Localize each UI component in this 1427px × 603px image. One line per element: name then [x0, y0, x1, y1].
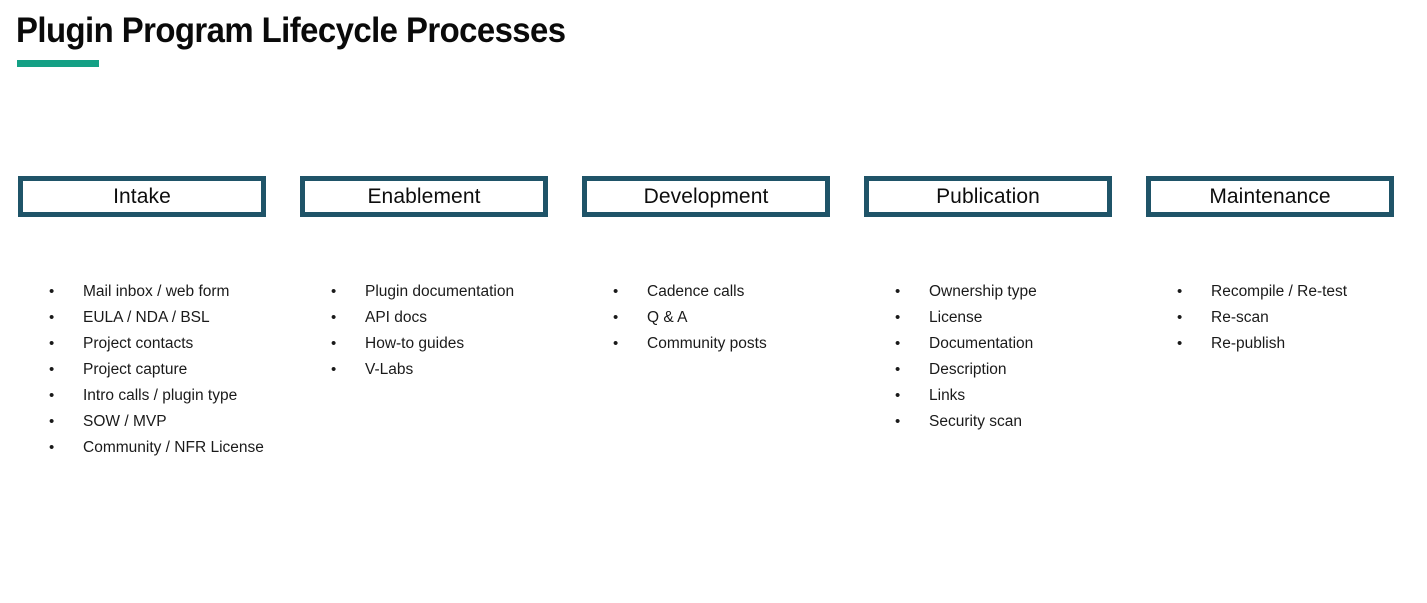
phase-header-label: Maintenance [1209, 185, 1331, 208]
phase-header-enablement[interactable]: Enablement [300, 176, 548, 217]
list-item: • Ownership type [878, 279, 1146, 305]
bullet-icon: • [1177, 283, 1183, 300]
list-item: • How-to guides [314, 331, 582, 357]
list-item: • Mail inbox / web form [32, 279, 300, 305]
phase-header-development[interactable]: Development [582, 176, 830, 217]
list-item-label: Plugin documentation [365, 283, 515, 300]
bullet-icon: • [331, 309, 337, 326]
phase-column-enablement: Enablement • Plugin documentation • API … [300, 176, 582, 378]
bullet-icon: • [49, 309, 55, 326]
bullet-icon: • [49, 361, 55, 378]
phase-item-list-publication: • Ownership type • License • Documentati… [878, 279, 1146, 435]
lifecycle-phase-columns: Intake • Mail inbox / web form • EULA / … [0, 176, 1427, 456]
bullet-icon: • [49, 439, 55, 456]
list-item: • License [878, 305, 1146, 331]
phase-column-publication: Publication • Ownership type • License •… [864, 176, 1146, 430]
list-item-label: Documentation [929, 335, 1034, 352]
list-item: • API docs [314, 305, 582, 331]
phase-item-list-development: • Cadence calls • Q & A • Community post… [596, 279, 864, 357]
bullet-icon: • [613, 309, 619, 326]
list-item: • Intro calls / plugin type [32, 383, 300, 409]
list-item: • Re-scan [1160, 305, 1427, 331]
list-item-label: V-Labs [365, 361, 414, 378]
list-item: • SOW / MVP [32, 409, 300, 435]
list-item: • Community / NFR License [32, 435, 300, 461]
list-item-label: Mail inbox / web form [83, 283, 230, 300]
phase-item-list-intake: • Mail inbox / web form • EULA / NDA / B… [32, 279, 300, 461]
list-item-label: Security scan [929, 413, 1023, 430]
list-item: • EULA / NDA / BSL [32, 305, 300, 331]
page-title: Plugin Program Lifecycle Processes [16, 11, 566, 50]
list-item-label: License [929, 309, 983, 326]
list-item-label: EULA / NDA / BSL [83, 309, 210, 326]
list-item-label: Re-scan [1211, 309, 1269, 326]
list-item-label: How-to guides [365, 335, 465, 352]
list-item: • Re-publish [1160, 331, 1427, 357]
phase-header-intake[interactable]: Intake [18, 176, 266, 217]
phase-header-publication[interactable]: Publication [864, 176, 1112, 217]
list-item: • Links [878, 383, 1146, 409]
bullet-icon: • [895, 361, 901, 378]
phase-header-label: Publication [936, 185, 1040, 208]
bullet-icon: • [49, 413, 55, 430]
phase-column-maintenance: Maintenance • Recompile / Re-test • Re-s… [1146, 176, 1427, 352]
bullet-icon: • [613, 283, 619, 300]
bullet-icon: • [895, 283, 901, 300]
list-item: • V-Labs [314, 357, 582, 383]
phase-header-label: Intake [113, 185, 171, 208]
phase-header-maintenance[interactable]: Maintenance [1146, 176, 1394, 217]
list-item-label: Recompile / Re-test [1211, 283, 1348, 300]
list-item-label: Community posts [647, 335, 767, 352]
list-item: • Plugin documentation [314, 279, 582, 305]
list-item-label: Q & A [647, 309, 688, 326]
bullet-icon: • [331, 335, 337, 352]
list-item-label: API docs [365, 309, 428, 326]
bullet-icon: • [895, 309, 901, 326]
list-item: • Cadence calls [596, 279, 864, 305]
bullet-icon: • [895, 387, 901, 404]
list-item: • Q & A [596, 305, 864, 331]
list-item-label: Cadence calls [647, 283, 745, 300]
bullet-icon: • [613, 335, 619, 352]
bullet-icon: • [895, 413, 901, 430]
list-item: • Project contacts [32, 331, 300, 357]
list-item: • Description [878, 357, 1146, 383]
phase-header-label: Development [643, 185, 769, 208]
phase-header-label: Enablement [367, 185, 481, 208]
phase-column-intake: Intake • Mail inbox / web form • EULA / … [18, 176, 300, 456]
list-item: • Security scan [878, 409, 1146, 435]
list-item: • Recompile / Re-test [1160, 279, 1427, 305]
phase-item-list-maintenance: • Recompile / Re-test • Re-scan • Re-pub… [1160, 279, 1427, 357]
list-item-label: Description [929, 361, 1007, 378]
bullet-icon: • [49, 387, 55, 404]
list-item-label: Links [929, 387, 966, 404]
phase-column-development: Development • Cadence calls • Q & A • Co… [582, 176, 864, 352]
list-item-label: Project capture [83, 361, 188, 378]
list-item: • Community posts [596, 331, 864, 357]
list-item-label: Ownership type [929, 283, 1037, 300]
bullet-icon: • [1177, 309, 1183, 326]
list-item-label: Intro calls / plugin type [83, 387, 238, 404]
list-item: • Documentation [878, 331, 1146, 357]
bullet-icon: • [331, 361, 337, 378]
list-item: • Project capture [32, 357, 300, 383]
list-item-label: Re-publish [1211, 335, 1286, 352]
list-item-label: Community / NFR License [83, 439, 264, 456]
bullet-icon: • [49, 335, 55, 352]
list-item-label: SOW / MVP [83, 413, 167, 430]
bullet-icon: • [331, 283, 337, 300]
list-item-label: Project contacts [83, 335, 194, 352]
phase-item-list-enablement: • Plugin documentation • API docs • How-… [314, 279, 582, 383]
bullet-icon: • [895, 335, 901, 352]
title-accent-bar [17, 60, 99, 67]
bullet-icon: • [1177, 335, 1183, 352]
bullet-icon: • [49, 283, 55, 300]
